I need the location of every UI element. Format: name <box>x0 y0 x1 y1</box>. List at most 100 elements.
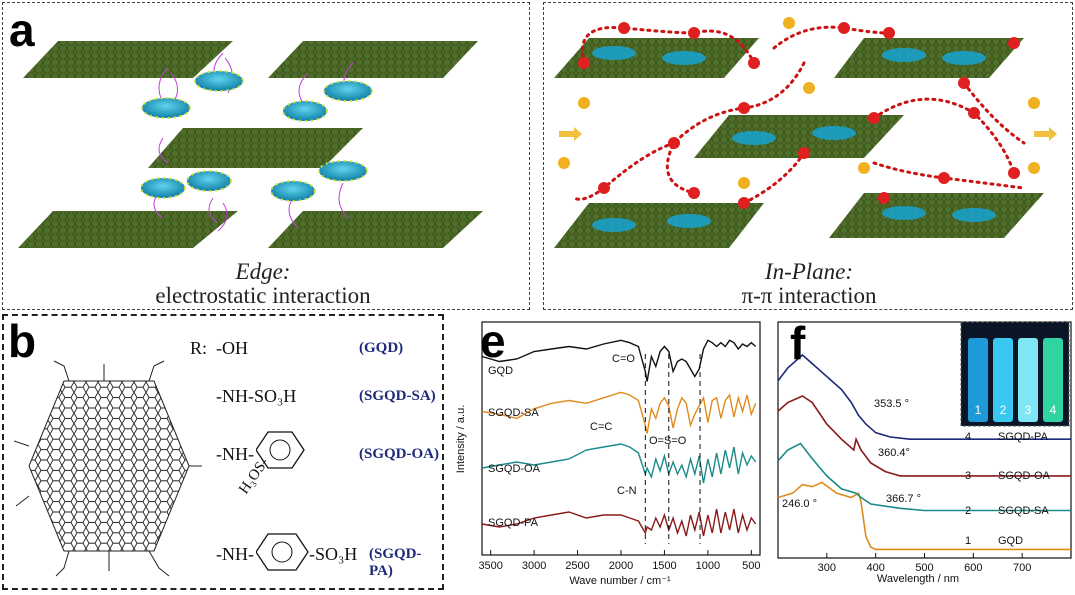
panel-a-illustration <box>18 41 483 248</box>
gqd-dot <box>662 51 706 65</box>
x-tick-label: 700 <box>1013 562 1031 574</box>
series-name-sgqd-oa: SGQD-OA <box>488 463 541 475</box>
gqd-dot <box>592 218 636 232</box>
panel-a-edge-interaction: a Edge: <box>2 2 530 310</box>
r-name-gqd: (GQD) <box>359 340 404 356</box>
panel-f-label: f <box>790 317 806 369</box>
series-line-sgqd-pa <box>777 353 1071 440</box>
x-tick-label: 600 <box>964 562 982 574</box>
panel-e-label: e <box>480 315 506 367</box>
r-group-sgqd-sa: -NH-SO₃H <box>216 386 297 406</box>
graphene-sheet <box>18 211 238 248</box>
series-name-sgqd-sa: SGQD-SA <box>488 407 539 419</box>
gqd-dot <box>882 206 926 220</box>
panel-a-caption-title: Edge: <box>235 259 291 284</box>
gqd-dot <box>952 208 996 222</box>
series-line-sgqd-oa <box>481 443 757 484</box>
series-number: 4 <box>965 431 971 443</box>
gqd-dot <box>194 70 244 92</box>
vial-label: 4 <box>1050 403 1057 417</box>
x-tick-label: 500 <box>742 560 760 572</box>
r-suffix-sgqd-pa: -SO₃H <box>309 544 358 564</box>
series-line-sgqd-sa <box>777 442 1071 512</box>
annotation-c-c: C=C <box>590 421 612 433</box>
panel-in-plane-caption-title: In-Plane: <box>764 259 854 284</box>
vial <box>1043 338 1063 422</box>
graphene-sheet <box>268 211 483 248</box>
peak-annotation: 366.7 ° <box>886 493 921 505</box>
x-tick-label: 2000 <box>609 560 633 572</box>
r-group-sgqd-oa: -NH- <box>216 444 254 464</box>
gqd-dot <box>270 180 316 202</box>
gqd-dot <box>592 46 636 60</box>
benzene-ring-icon <box>256 431 305 469</box>
graphene-sheet <box>148 128 363 168</box>
functional-groups <box>14 360 202 577</box>
gqd-dot <box>812 126 856 140</box>
x-axis-label: Wave number / cm⁻¹ <box>569 575 671 587</box>
panel-b-structures: b R: -OH (GQD) -NH-SO₃H (SGQD-SA) -NH- H… <box>2 314 444 590</box>
gqd-dot <box>140 177 186 199</box>
annotation-c-o: C=O <box>612 353 635 365</box>
panel-in-plane-illustration <box>554 17 1057 248</box>
series-line-sgqd-oa <box>777 395 1071 477</box>
series-name-sgqd-oa: SGQD-OA <box>998 470 1051 482</box>
series-number: 3 <box>965 470 971 482</box>
r-name-sgqd-oa: (SGQD-OA) <box>359 446 439 462</box>
graphene-sheet <box>23 41 233 78</box>
x-tick-label: 500 <box>915 562 933 574</box>
vial <box>1018 338 1038 422</box>
r-group-gqd: -OH <box>216 338 248 358</box>
series-name-gqd: GQD <box>488 365 513 377</box>
series-line-gqd <box>481 339 757 382</box>
annotation-c-n: C-N <box>617 485 637 497</box>
water-network <box>572 25 1026 205</box>
panel-b-label: b <box>8 315 37 367</box>
r-name-sgqd-sa: (SGQD-SA) <box>359 388 436 404</box>
vial <box>968 338 988 422</box>
panel-a-caption-subtitle: electrostatic interaction <box>155 283 371 308</box>
x-axis-label: Wavelength / nm <box>877 573 959 585</box>
series-line-sgqd-sa <box>481 391 757 434</box>
y-axis-label: Intensity / a.u. <box>455 405 467 473</box>
x-tick-label: 3000 <box>522 560 546 572</box>
annotation-o-s-o: O=S=O <box>649 435 687 447</box>
vial <box>993 338 1013 422</box>
r-name-sgqd-pa: (SGQD-PA) <box>369 546 422 579</box>
series-name-sgqd-pa: SGQD-PA <box>488 517 539 529</box>
gqd-dot <box>667 214 711 228</box>
series-name-sgqd-sa: SGQD-SA <box>998 505 1049 517</box>
vial-inset-photo: 1 2 3 4 <box>960 321 1070 427</box>
gqd-structure-drawing <box>14 360 202 577</box>
gqd-dot <box>942 51 986 65</box>
ion-particles <box>558 17 1040 189</box>
flow-arrows <box>559 127 1057 141</box>
graphene-sheet <box>268 41 478 78</box>
peak-annotation: 246.0 ° <box>782 498 817 510</box>
panel-a-label: a <box>9 4 35 56</box>
gqd-dot <box>882 48 926 62</box>
gqd-dot <box>323 80 373 102</box>
series-line-gqd <box>777 481 1071 551</box>
gqd-dot <box>282 100 328 122</box>
graphene-sheet <box>829 193 1044 238</box>
x-tick-label: 1000 <box>696 560 720 572</box>
x-tick-label: 2500 <box>565 560 589 572</box>
graphene-sheet <box>694 115 904 158</box>
series-number: 1 <box>965 535 971 547</box>
panel-in-plane-interaction: In-Plane: π-π interaction <box>543 2 1073 310</box>
gqd-dot <box>732 131 776 145</box>
gqd-dot <box>318 160 368 182</box>
panel-in-plane-caption-subtitle: π-π interaction <box>741 283 877 308</box>
gqd-dot <box>186 170 232 192</box>
gqd-dot <box>141 97 191 119</box>
vial-label: 1 <box>975 403 982 417</box>
x-tick-label: 400 <box>866 562 884 574</box>
vial-label: 2 <box>1000 403 1007 417</box>
r-prefix: R: <box>190 338 208 358</box>
r-group-sgqd-pa: -NH- <box>216 544 254 564</box>
x-tick-label: 1500 <box>652 560 676 572</box>
